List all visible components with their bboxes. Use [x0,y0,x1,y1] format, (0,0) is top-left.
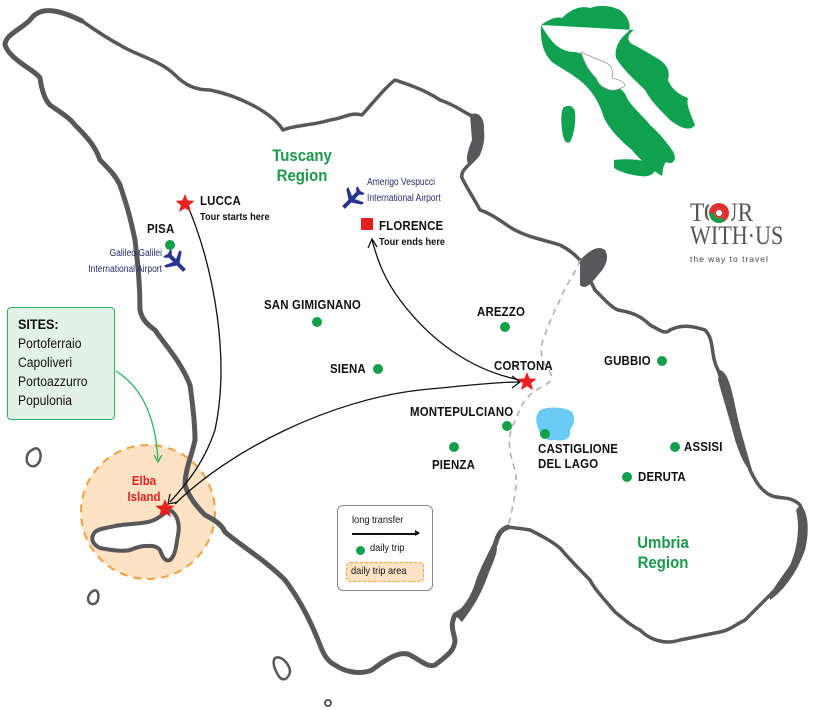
site-item: Portoferraio [18,336,82,351]
dot-pienza [449,442,459,452]
city-label-arezzo[interactable]: AREZZO [477,304,526,319]
elba-line2: Island [127,489,161,504]
arrow-elba-to-cortona [174,381,521,505]
italy-inset-tuscany [580,51,626,91]
dot-arezzo [500,322,510,332]
city-label-lucca[interactable]: LUCCA [200,193,241,208]
daily-trip-dots [165,240,680,482]
map-legend: long transfer daily trip daily trip area [337,505,433,591]
airplane-icon-florence [342,186,365,209]
city-label-pienza[interactable]: PIENZA [432,457,476,472]
dot-icon [356,546,365,555]
dot-assisi [670,442,680,452]
legend-daily-trip-area: daily trip area [346,562,424,582]
outline-thick-segment [718,370,752,470]
castiglione-line2: DEL LAGO [538,456,599,471]
dot-gubbio [657,356,667,366]
region-label-tuscany: Tuscany Region [267,146,337,186]
dot-castiglione [540,429,550,439]
region-name: Umbria [637,533,689,552]
airport-name: Amerigo Vespucci [367,177,436,188]
small-island [272,656,292,681]
city-label-gubbio[interactable]: GUBBIO [604,353,651,368]
arrow-lucca-to-elba [169,203,222,503]
outline-thick-segment [769,505,808,600]
elba-line1: Elba [131,473,157,488]
logo-line2: WITH·US [690,221,784,250]
regional-border-dashed [507,259,581,528]
legend-daily-trip-label: daily trip [370,542,405,554]
airport-name: Galileo Galilei [109,248,162,259]
outline-thick-segment [580,248,608,287]
castiglione-line1: CASTIGLIONE [538,441,619,456]
dot-san-gimignano [312,317,322,327]
legend-daily-trip-area-label: daily trip area [351,565,407,577]
logo-target-icon [709,203,729,223]
outline-thick-segment [466,113,485,165]
city-label-florence[interactable]: FLORENCE [379,218,444,233]
lucca-note: Tour starts here [200,211,270,223]
airport-type: International Airport [88,264,162,275]
city-label-assisi[interactable]: ASSISI [684,439,723,454]
star-icon-cortona [517,372,537,390]
airport-type: International Airport [367,193,441,204]
city-label-deruta[interactable]: DERUTA [638,469,686,484]
small-island [324,699,332,707]
legend-long-transfer-label: long transfer [352,514,404,526]
region-suffix: Region [637,553,689,572]
florence-note: Tour ends here [379,236,446,248]
sites-pointer-arrow [115,370,159,461]
city-label-castiglione[interactable]: CASTIGLIONE DEL LAGO [538,441,618,471]
airport-label-pisa[interactable]: Galileo Galilei International Airport [80,246,162,278]
elba-island-label[interactable]: Elba Island [118,473,171,505]
city-label-pisa[interactable]: PISA [147,221,175,236]
site-item: Portoazzurro [18,374,88,389]
square-icon-florence [361,218,373,230]
city-label-siena[interactable]: SIENA [330,361,366,376]
arrow-right-icon [352,530,420,536]
site-item: Capoliveri [18,355,73,370]
daily-trip-area-circle [80,444,216,580]
star-icon-lucca [175,194,195,212]
dot-siena [373,364,383,374]
arrowheads [167,237,522,505]
small-island [86,589,100,606]
city-label-montepulciano[interactable]: MONTEPULCIANO [410,404,514,419]
city-label-san-gimignano[interactable]: SAN GIMIGNANO [264,297,361,312]
region-name: Tuscany [272,146,332,165]
sites-pointer-arrowhead [153,454,163,464]
arrow-cortona-to-florence [371,239,521,381]
italy-inset-map [540,5,695,177]
outline-thick-segment [455,545,497,622]
elba-island-outline [90,508,181,563]
dot-montepulciano [502,421,512,431]
inland-border [81,19,806,644]
dot-deruta [622,472,632,482]
sites-box: SITES: Portoferraio Capoliveri Portoazzu… [7,307,115,420]
tour-with-us-logo[interactable]: TOUR WITH·US the way to travel [690,200,790,270]
star-icon-elba [155,499,175,517]
airport-label-florence[interactable]: Amerigo Vespucci International Airport [367,175,441,207]
dot-pisa [165,240,175,250]
region-label-umbria: Umbria Region [628,533,698,573]
sites-title: SITES: [18,316,59,332]
city-label-cortona[interactable]: CORTONA [494,358,553,373]
region-suffix: Region [276,166,328,185]
airplane-icon-pisa [163,249,186,272]
small-island [25,447,42,468]
site-item: Populonia [18,393,73,408]
long-transfer-arrows [169,203,521,505]
logo-tagline: the way to travel [690,254,769,264]
